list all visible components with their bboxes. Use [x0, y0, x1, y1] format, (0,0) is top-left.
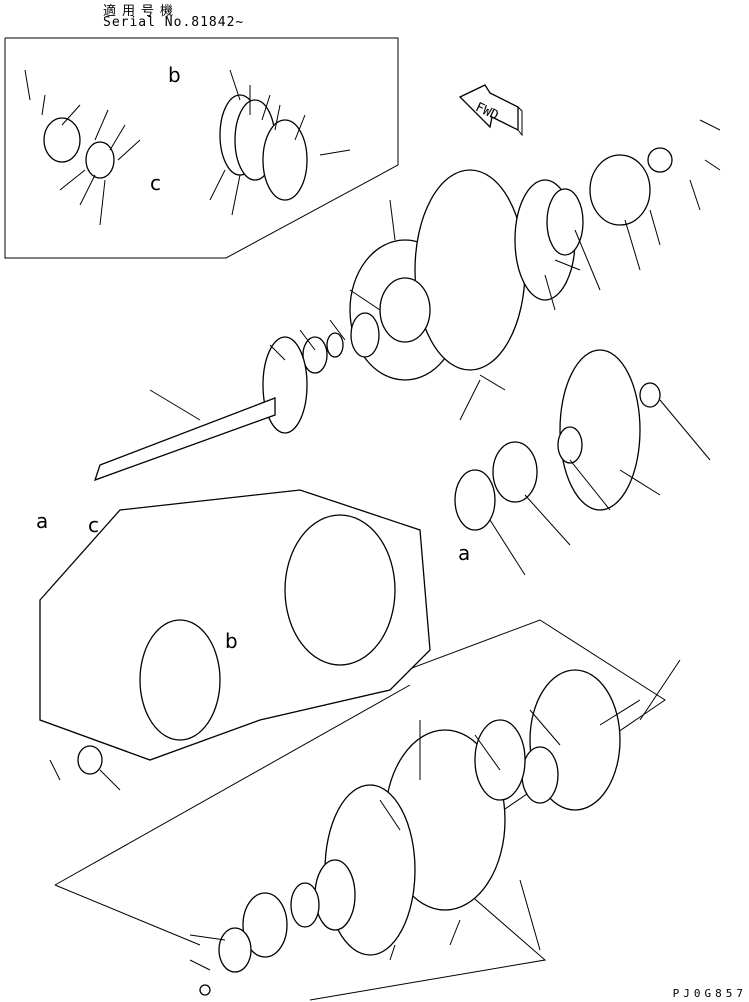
- leader-line: [554, 259, 581, 271]
- leader-line: [474, 734, 501, 771]
- leader-line: [269, 344, 286, 361]
- leader-line: [41, 94, 46, 116]
- spline-coupling: [492, 441, 538, 503]
- label-b-housing: b: [225, 629, 238, 653]
- inset-frame: [4, 37, 399, 259]
- leader-line: [619, 469, 661, 496]
- leader-line: [189, 959, 211, 971]
- leader-line: [79, 174, 96, 206]
- leader-line: [94, 109, 109, 141]
- leader-line: [489, 519, 526, 576]
- applicable-model-label: 適用号機: [103, 4, 180, 19]
- nut: [639, 382, 661, 408]
- fwd-arrow: FWD: [458, 84, 523, 137]
- label-a-shaft: a: [36, 509, 48, 533]
- leader-line: [574, 229, 601, 291]
- inset-flange: [43, 117, 81, 163]
- inset-plate: [85, 141, 115, 179]
- o-ring-large: [546, 188, 584, 256]
- leader-line: [689, 179, 701, 211]
- leader-line: [99, 769, 121, 791]
- snap-ring-small: [290, 882, 320, 928]
- bearing-hub: [521, 746, 559, 804]
- leader-line: [479, 374, 506, 391]
- gear-hub: [379, 277, 431, 343]
- leader-line: [649, 209, 661, 246]
- leader-line: [569, 459, 611, 511]
- leader-line: [49, 759, 61, 781]
- spacer: [314, 859, 356, 931]
- label-b-inset: b: [168, 63, 181, 87]
- label-a-housing: a: [458, 541, 470, 565]
- leader-line: [319, 149, 351, 156]
- leader-line: [659, 399, 711, 461]
- seal: [474, 719, 526, 801]
- leader-line: [459, 379, 481, 421]
- leader-line: [109, 124, 126, 151]
- leader-line: [389, 199, 396, 241]
- flange-hub: [589, 154, 651, 226]
- cover-plate: [647, 147, 673, 173]
- leader-line: [704, 159, 721, 171]
- label-c-housing: c: [88, 513, 99, 537]
- leader-line: [299, 329, 316, 351]
- leader-line: [699, 119, 721, 131]
- leader-line: [61, 104, 81, 126]
- leader-line: [59, 169, 86, 191]
- leader-line: [189, 934, 226, 941]
- leader-lines: [24, 69, 721, 971]
- leader-line: [274, 104, 281, 131]
- inner-race: [454, 469, 496, 531]
- o-ring: [326, 332, 344, 358]
- leader-line: [294, 114, 306, 141]
- serial-number: Serial No.81842~: [103, 15, 245, 30]
- leader-line: [519, 879, 541, 951]
- leader-line: [349, 289, 381, 311]
- bearing: [302, 336, 328, 374]
- large-gear: [414, 169, 526, 371]
- leader-line: [209, 169, 226, 201]
- leader-line: [329, 319, 346, 341]
- drawing-code: PJ0G857: [672, 987, 747, 1000]
- leader-line: [99, 179, 106, 226]
- shaft: [93, 397, 276, 482]
- leader-line: [639, 659, 681, 721]
- leader-line: [117, 139, 141, 161]
- housing-opening-front: [139, 619, 221, 741]
- leader-line: [24, 69, 31, 101]
- parts-group: [39, 94, 673, 996]
- leader-line: [524, 494, 571, 546]
- leader-line: [379, 799, 401, 831]
- leader-line: [599, 699, 641, 726]
- inset-cover: [262, 119, 308, 201]
- cap: [77, 745, 103, 775]
- leader-line: [624, 219, 641, 271]
- seal-ring-small: [218, 927, 252, 973]
- seal-ring: [262, 336, 308, 434]
- leader-line: [529, 709, 561, 746]
- leader-line: [449, 919, 461, 946]
- leader-line: [544, 274, 556, 311]
- label-c-inset: c: [150, 171, 161, 195]
- spline-collar: [350, 312, 380, 358]
- leader-line: [231, 174, 241, 216]
- plug: [199, 984, 211, 996]
- leader-line: [389, 944, 396, 961]
- housing-bore-front: [284, 514, 396, 666]
- leader-line: [229, 69, 241, 101]
- leader-line: [149, 389, 201, 421]
- leader-line: [261, 94, 271, 121]
- bearing-race: [242, 892, 288, 958]
- bearing-small: [557, 426, 583, 464]
